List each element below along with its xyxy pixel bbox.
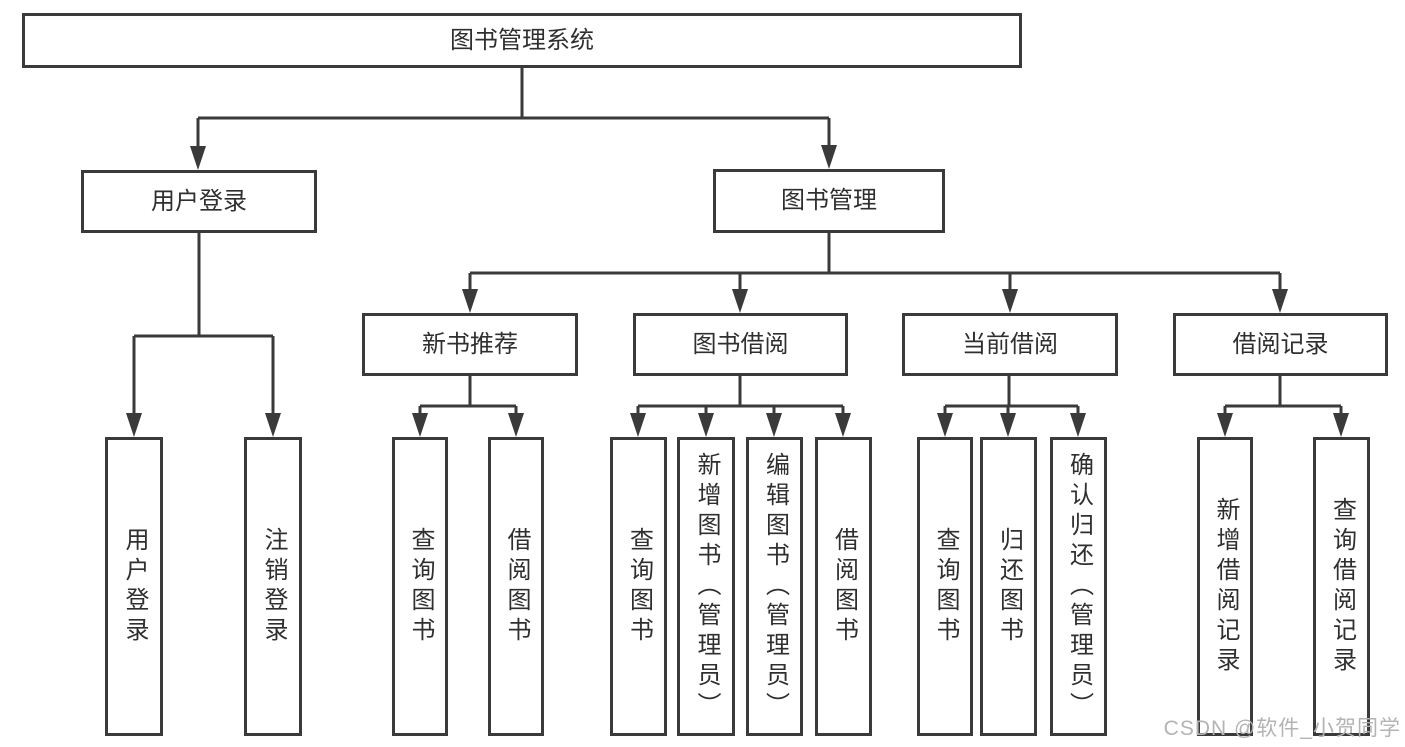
leaf-user-login: 用户登录	[105, 437, 163, 736]
node-book-borrowing: 图书借阅	[633, 313, 848, 376]
leaf-return-books: 归还图书	[980, 437, 1037, 736]
node-borrowing-records: 借阅记录	[1173, 313, 1388, 376]
leaf-add-borrow-record: 新增借阅记录	[1197, 437, 1253, 736]
leaf-query-books-recommend: 查询图书	[392, 437, 448, 736]
leaf-logout: 注销登录	[244, 437, 302, 736]
leaf-add-books-admin: 新增图书（管理员）	[677, 437, 735, 736]
node-new-book-recommend: 新书推荐	[362, 313, 578, 376]
leaf-query-books-borrowing: 查询图书	[610, 437, 667, 736]
leaf-edit-books-admin: 编辑图书（管理员）	[746, 437, 803, 736]
leaf-query-books-current: 查询图书	[917, 437, 973, 736]
node-root: 图书管理系统	[22, 13, 1022, 68]
leaf-confirm-return-admin: 确认归还（管理员）	[1050, 437, 1107, 736]
leaf-borrow-books-borrowing: 借阅图书	[815, 437, 872, 736]
node-current-borrowing: 当前借阅	[902, 313, 1118, 376]
node-user-login: 用户登录	[81, 170, 317, 233]
leaf-query-borrow-record: 查询借阅记录	[1313, 437, 1370, 736]
csdn-watermark: CSDN @软件_小贺同学	[1163, 717, 1401, 740]
node-book-management: 图书管理	[713, 169, 945, 233]
leaf-borrow-books-recommend: 借阅图书	[488, 437, 544, 736]
